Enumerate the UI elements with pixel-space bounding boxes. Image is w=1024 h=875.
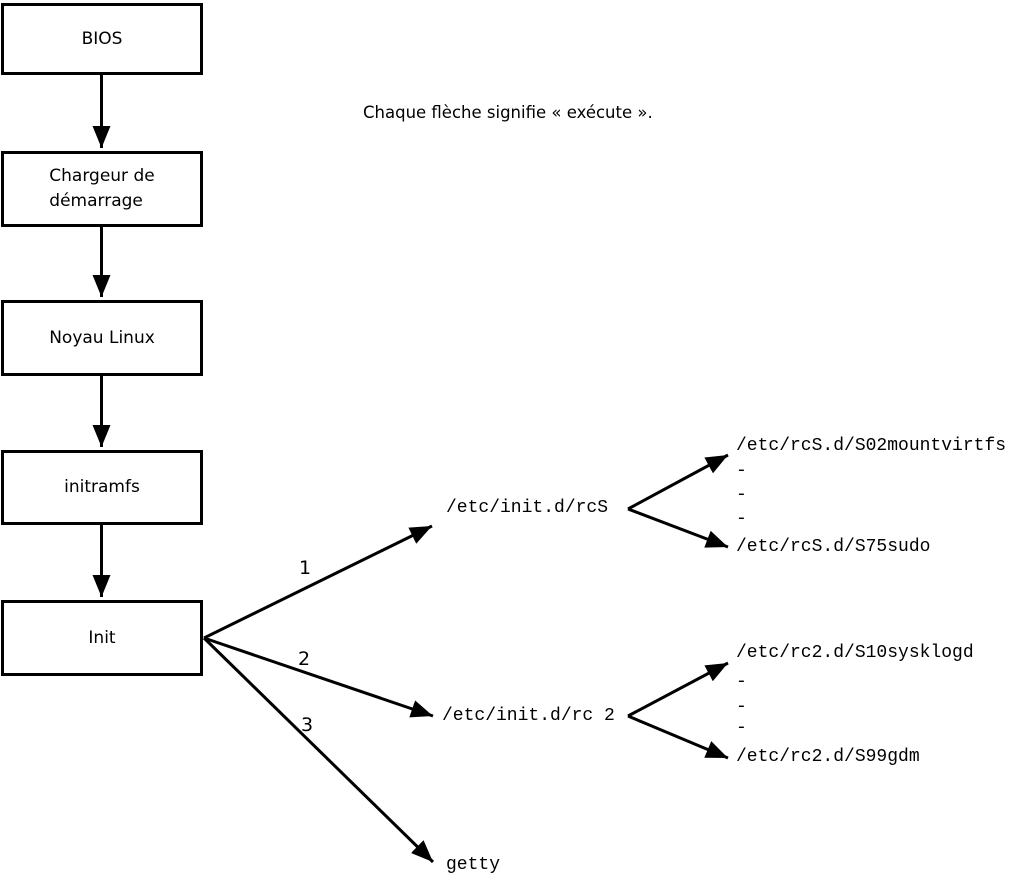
box-bios-label: BIOS [81,28,123,49]
arrow-init-to-getty [202,636,435,864]
arrow-rcs-to-last-script [627,507,729,549]
ellipsis-dash: - [736,697,747,717]
ellipsis-dash: - [736,485,747,505]
box-bootloader-label: Chargeur de démarrage [49,166,155,211]
box-initramfs-label: initramfs [64,477,140,497]
box-bios: BIOS [1,3,203,75]
script-label-getty: getty [446,855,501,875]
script-label-rc2: /etc/init.d/rc 2 [442,706,615,726]
script-label-s10sysklogd: /etc/rc2.d/S10sysklogd [736,643,974,663]
script-label-rcs: /etc/init.d/rcS [446,498,609,518]
box-kernel: Noyau Linux [1,300,203,376]
legend-note: Chaque flèche signifie « exécute ». [363,103,653,122]
ellipsis-dash: - [736,461,747,481]
box-initramfs: initramfs [1,450,203,525]
script-label-s75sudo: /etc/rcS.d/S75sudo [736,537,931,557]
script-label-s99gdm: /etc/rc2.d/S99gdm [736,747,920,767]
arrow-init-to-rcs [203,524,433,640]
box-init: Init [1,600,203,676]
script-label-s02mountvirtfs: /etc/rcS.d/S02mountvirtfs [736,436,1007,456]
box-bootloader: Chargeur de démarrage [1,151,203,227]
ellipsis-dash: - [736,718,747,738]
arrow-rc2-to-first-script [627,661,729,718]
arrow-rc2-to-last-script [627,714,729,760]
box-kernel-label: Noyau Linux [49,327,155,348]
arrow-init-to-rc2 [203,636,434,718]
ellipsis-dash: - [736,672,747,692]
branch-number-3: 3 [301,714,314,736]
branch-number-2: 2 [298,648,311,670]
box-init-label: Init [88,627,116,648]
ellipsis-dash: - [736,509,747,529]
branch-number-1: 1 [299,557,312,579]
arrow-rcs-to-first-script [627,453,729,511]
